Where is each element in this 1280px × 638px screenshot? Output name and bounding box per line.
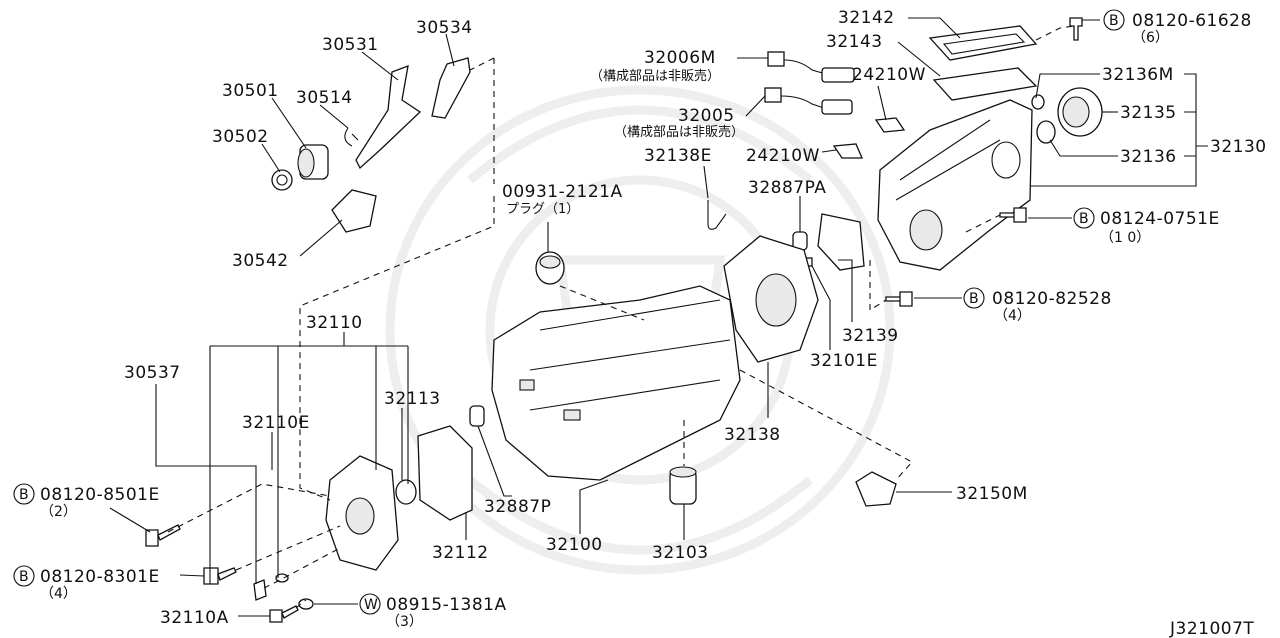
svg-text:B: B (1079, 211, 1089, 227)
svg-text:（2）: （2） (40, 504, 77, 520)
part-30542-shape (331, 189, 377, 233)
part-32112-shape (417, 425, 473, 521)
svg-text:（6）: （6） (1132, 30, 1169, 46)
label-32006M: 32006M (644, 48, 716, 68)
label-24210W-a: 24210W (852, 65, 926, 85)
svg-text:（3）: （3） (386, 614, 423, 630)
svg-text:B: B (969, 291, 979, 307)
part-30531-shape (355, 64, 422, 170)
svg-text:B: B (1109, 13, 1119, 29)
part-30534-shape (431, 57, 471, 119)
label-00931-2121A: 00931-2121A (502, 182, 623, 202)
label-32103: 32103 (652, 543, 709, 563)
label-32136: 32136 (1120, 147, 1177, 167)
bolt-callout-08120-61628: B 08120-61628 （6） (1103, 9, 1252, 46)
label-32110: 32110 (306, 313, 363, 333)
label-32100: 32100 (546, 535, 603, 555)
svg-text:W: W (364, 597, 378, 613)
part-30502-shape (271, 169, 293, 191)
label-30502: 30502 (212, 127, 269, 147)
part-32130-shape (877, 99, 1033, 271)
bolt-08124-0751E-shape (999, 207, 1027, 223)
washer-callout-08915-1381A: W 08915-1381A （3） (359, 593, 507, 630)
part-32138E-shape (707, 200, 727, 230)
svg-text:08120-8301E: 08120-8301E (40, 567, 160, 587)
svg-text:（1 0）: （1 0） (1100, 230, 1150, 246)
label-32112: 32112 (432, 543, 489, 563)
leader-lines (109, 17, 1208, 617)
label-30542: 30542 (232, 251, 289, 271)
assembly-dashed-lines (167, 25, 1075, 609)
part-00931-2121A-shape (535, 251, 565, 285)
label-32136M: 32136M (1102, 65, 1174, 85)
svg-text:B: B (19, 569, 29, 585)
part-32136-shape (1036, 120, 1056, 144)
part-32006M-shape (767, 51, 855, 83)
bolt-08120-8501E-shape (145, 524, 181, 547)
label-32887P: 32887P (484, 497, 551, 517)
svg-text:08915-1381A: 08915-1381A (386, 595, 507, 615)
svg-text:（4）: （4） (40, 586, 77, 602)
label-32101E: 32101E (810, 351, 878, 371)
label-32139: 32139 (842, 326, 899, 346)
label-30534: 30534 (416, 18, 473, 38)
svg-text:（4）: （4） (994, 308, 1031, 324)
bolt-32110A-shape (269, 605, 299, 623)
bolt-callout-08124-0751E: B 08124-0751E （1 0） (1073, 207, 1220, 246)
label-32150M: 32150M (956, 484, 1028, 504)
part-30501-shape (297, 144, 329, 180)
part-32135-shape (1057, 87, 1103, 137)
label-32005-note: （構成部品は非販売） (614, 124, 744, 140)
part-32139-shape (817, 213, 865, 271)
label-32005: 32005 (678, 106, 735, 126)
label-32138E: 32138E (644, 146, 712, 166)
label-30531: 30531 (322, 35, 379, 55)
label-32138: 32138 (724, 425, 781, 445)
part-32887P-shape (469, 405, 485, 427)
part-32103-shape (669, 466, 697, 505)
part-32143-shape (932, 67, 1038, 101)
svg-text:08124-0751E: 08124-0751E (1100, 209, 1220, 229)
bolt-08120-82528-shape (885, 291, 913, 307)
part-32150M-shape (855, 471, 897, 507)
svg-text:08120-8501E: 08120-8501E (40, 485, 160, 505)
part-32005-shape (764, 87, 853, 115)
bolt-callout-08120-8301E: B 08120-8301E （4） (13, 565, 160, 602)
label-32113: 32113 (384, 389, 441, 409)
svg-text:B: B (19, 487, 29, 503)
part-32113-shape (395, 479, 417, 505)
diagram-code: J321007T (1169, 619, 1254, 638)
label-32130: 32130 (1210, 137, 1267, 157)
part-32100-shape (491, 285, 741, 481)
label-30514: 30514 (296, 88, 353, 108)
bolt-08120-8301E-shape (203, 567, 237, 585)
label-32887PA: 32887PA (748, 178, 826, 198)
bolt-callout-08120-8501E: B 08120-8501E （2） (13, 483, 160, 520)
part-32101E-shape (723, 235, 819, 363)
part-24210W-a-shape (874, 117, 906, 133)
label-32142: 32142 (838, 8, 895, 28)
bolt-callout-08120-82528: B 08120-82528 （4） (963, 287, 1112, 324)
label-00931-note: プラグ（1） (506, 202, 579, 217)
label-32006M-note: （構成部品は非販売） (590, 68, 720, 84)
part-32136M-shape (1031, 94, 1045, 110)
svg-text:08120-82528: 08120-82528 (992, 289, 1112, 309)
label-30501: 30501 (222, 81, 279, 101)
bolt-08120-61628-shape (1069, 17, 1083, 41)
label-24210W-b: 24210W (746, 146, 820, 166)
label-32143: 32143 (826, 32, 883, 52)
washer-08915-1381A-shape (298, 598, 314, 610)
label-32110E: 32110E (242, 413, 310, 433)
label-32135: 32135 (1120, 103, 1177, 123)
label-32110A: 32110A (160, 608, 229, 628)
part-24210W-b-shape (832, 143, 863, 159)
part-32110-shape (325, 455, 399, 571)
svg-text:08120-61628: 08120-61628 (1132, 11, 1252, 31)
label-30537: 30537 (124, 363, 181, 383)
part-30514-shape (344, 127, 359, 147)
